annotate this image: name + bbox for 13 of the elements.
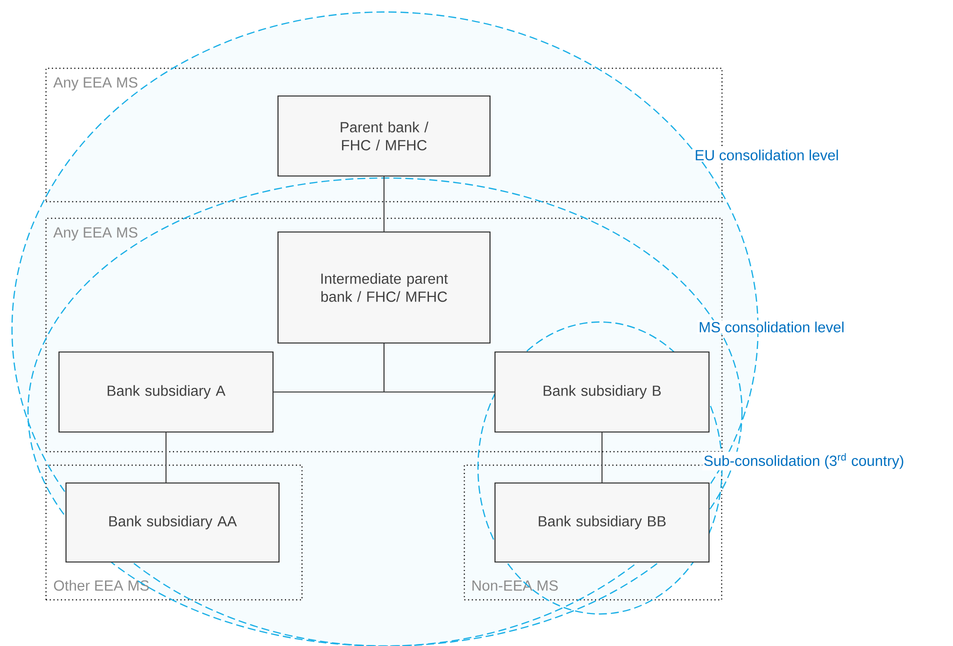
- level-label: Sub-consolidation (3$^{rd}$ country): [702, 452, 906, 470]
- entity-box: Bank subsidiary AA: [65, 482, 280, 563]
- entity-box: Bank subsidiary A: [58, 351, 274, 433]
- connector-line: [383, 176, 385, 232]
- level-label: MS consolidation level: [697, 320, 846, 334]
- connector-line: [601, 432, 603, 482]
- level-label: EU consolidation level: [693, 148, 840, 162]
- connector-line: [383, 344, 494, 393]
- entity-box: Bank subsidiary BB: [494, 482, 710, 563]
- connector-line: [165, 432, 167, 482]
- entity-box: Parent bank / FHC / MFHC: [277, 95, 491, 177]
- entity-box: Intermediate parent bank / FHC/ MFHC: [277, 231, 491, 344]
- entity-box: Bank subsidiary B: [494, 351, 710, 433]
